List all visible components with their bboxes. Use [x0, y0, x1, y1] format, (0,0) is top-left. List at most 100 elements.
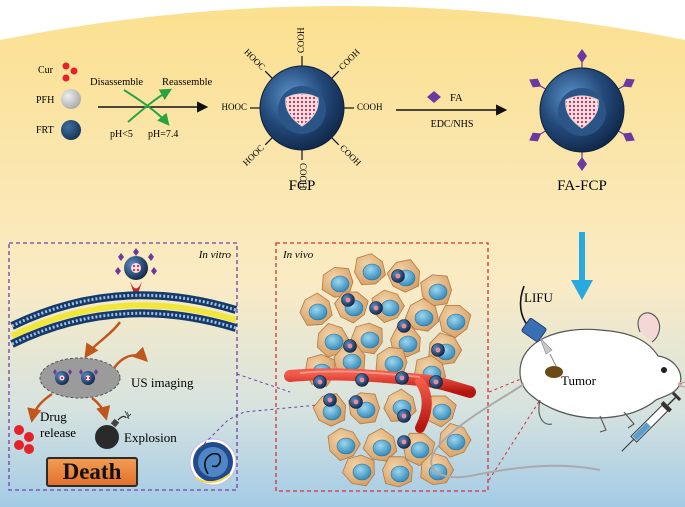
- in-vivo-title: In vivo: [282, 249, 314, 261]
- fa-diamond-icon: [622, 132, 635, 142]
- drug-dots-icon: [14, 425, 34, 454]
- nanoparticle-core: [373, 305, 379, 311]
- mouse-illustration: [430, 312, 685, 479]
- fa-linker: [540, 85, 546, 90]
- small-fa-fcp-icon: [115, 248, 157, 280]
- legend-pfh-label: PFH: [36, 95, 54, 106]
- cell-nucleus: [390, 465, 410, 483]
- cell-nucleus: [428, 283, 448, 301]
- navy-sphere-icon: [61, 120, 81, 140]
- in-vivo-box: [275, 242, 489, 492]
- endosome: [39, 357, 121, 399]
- cell-nucleus: [336, 437, 356, 455]
- fcp-core: [285, 93, 319, 127]
- carboxyl-label-left: HOOC: [221, 102, 247, 112]
- carboxyl-bond: [331, 137, 340, 146]
- in-vitro-title: In vitro: [198, 249, 232, 261]
- cell-nucleus: [330, 275, 350, 293]
- cell-nucleus: [360, 331, 380, 349]
- gray-sphere-icon: [61, 89, 81, 109]
- fa-fcp-nanoparticle: [539, 67, 625, 153]
- cell-nucleus: [324, 333, 344, 351]
- nanoparticle-core: [347, 343, 353, 349]
- folate-receptor-icon: [130, 281, 142, 298]
- fa-diamond-icon: [622, 78, 635, 88]
- cell-nucleus: [362, 263, 382, 281]
- fa-linker: [540, 130, 546, 135]
- nanoparticle-core: [435, 347, 441, 353]
- cell-membrane: [10, 291, 238, 348]
- fa-diamond-icon: [427, 91, 441, 103]
- carboxyl-label-top: COOH: [296, 27, 306, 53]
- fa-linker: [618, 130, 624, 135]
- drug-release-label-line2: release: [40, 425, 76, 440]
- in-vitro-box: [8, 242, 238, 491]
- cell-nucleus: [446, 313, 466, 331]
- lifu-label: LIFU: [524, 290, 554, 305]
- fa-diamond-icon: [529, 132, 542, 142]
- nanoparticle-core: [327, 397, 333, 403]
- cell-nucleus: [352, 463, 372, 481]
- mouse-connector-top: [488, 373, 534, 393]
- tumor-spot: [545, 366, 563, 378]
- edc-nhs-label: EDC/NHS: [431, 119, 474, 130]
- us-imaging-arrow: [113, 346, 149, 369]
- fa-diamond-icon: [529, 78, 542, 88]
- nanoparticle-core: [401, 323, 407, 329]
- cell-nucleus: [384, 355, 404, 373]
- cell-nucleus: [414, 309, 434, 327]
- reassemble-label: Reassemble: [162, 77, 212, 88]
- cell-nucleus: [398, 335, 418, 353]
- green-arrow-up: [127, 88, 173, 123]
- legend-cur-label: Cur: [38, 65, 54, 76]
- carboxyl-label-bottom: COOH: [298, 163, 308, 189]
- in-vivo-nanoparticles: [313, 269, 445, 449]
- tumor-label: Tumor: [561, 373, 597, 388]
- nanoparticle-core: [433, 379, 439, 385]
- nanoparticle-core: [395, 273, 401, 279]
- endosome-particles: [53, 369, 98, 385]
- nanoparticle-core: [401, 413, 407, 419]
- cell-dish-icon: [189, 438, 237, 486]
- death-box: Death: [46, 457, 138, 487]
- fa-fcp-label: FA-FCP: [557, 178, 607, 194]
- drug-release-arrow: [27, 393, 53, 423]
- cell-nucleus: [308, 303, 328, 321]
- explosion-label: Explosion: [124, 430, 177, 445]
- cell-nucleus: [380, 299, 400, 317]
- dish-connector: [199, 404, 319, 449]
- carboxyl-bond: [264, 137, 273, 146]
- blue-arrow-down: [571, 232, 593, 300]
- nanoparticle-core: [401, 439, 407, 445]
- nanoparticle-core: [353, 399, 359, 405]
- fa-diamond-icon: [577, 157, 587, 171]
- fa-diamond-icon: [577, 49, 587, 63]
- syringe-icon: [621, 391, 682, 452]
- cell-nucleus: [432, 403, 452, 421]
- death-label: Death: [62, 459, 122, 484]
- explosion-arrow: [91, 397, 111, 421]
- legend-frt-label: FRT: [36, 125, 54, 136]
- cell-nucleus: [410, 441, 430, 459]
- red-dots-icon: [62, 62, 78, 82]
- fa-ligands: [529, 49, 635, 171]
- carboxyl-bond: [331, 70, 340, 79]
- cell-nucleus: [446, 433, 466, 451]
- disassemble-label: Disassemble: [90, 77, 143, 88]
- fa-linker: [618, 85, 624, 90]
- cell-nucleus: [372, 439, 392, 457]
- lifu-probe-icon: [519, 285, 557, 367]
- ph-low-label: pH<5: [110, 129, 133, 140]
- fcp-label: FCP: [289, 178, 316, 194]
- nanoparticle-core: [317, 379, 323, 385]
- carboxyl-bond: [264, 70, 273, 79]
- ph-neutral-label: pH=7.4: [148, 129, 178, 140]
- mouse-connector-bottom: [488, 399, 541, 481]
- fa-label: FA: [450, 93, 463, 104]
- carboxyl-label-right: COOH: [357, 102, 383, 112]
- nanoparticle-core: [359, 377, 365, 383]
- cell-nucleus: [342, 353, 362, 371]
- fcp-nanoparticle: [259, 65, 345, 151]
